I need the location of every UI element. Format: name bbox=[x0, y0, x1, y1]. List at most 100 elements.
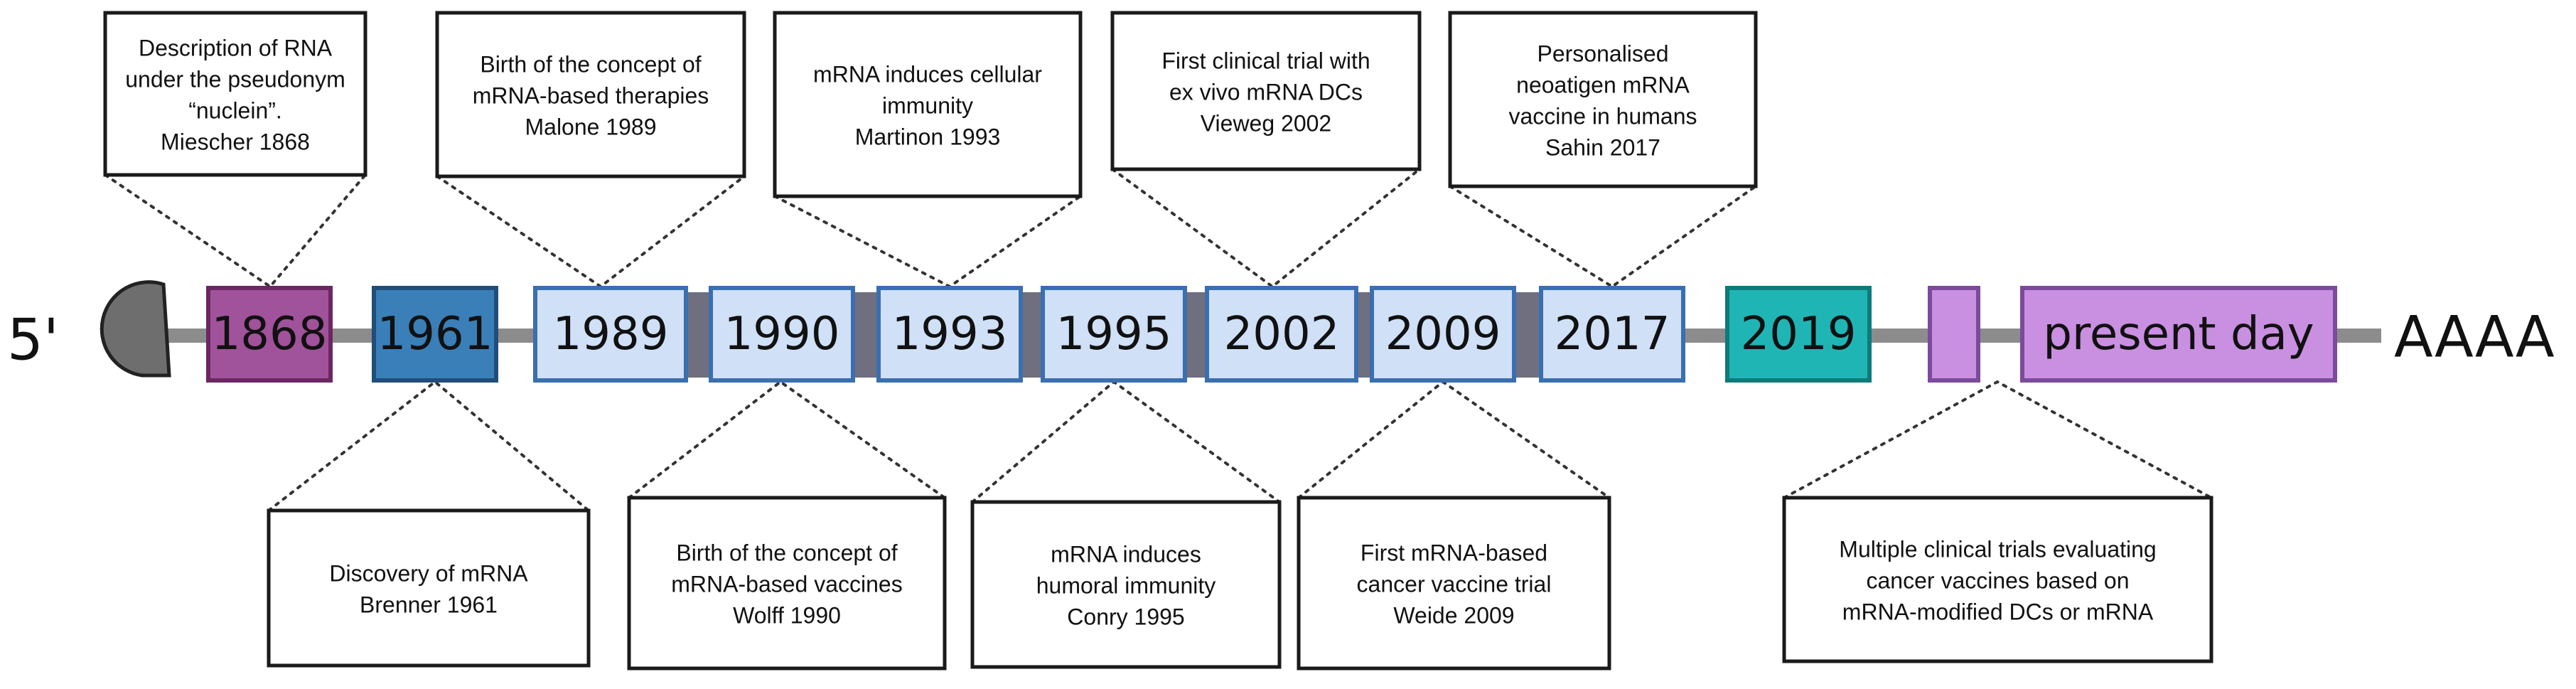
linker-block bbox=[853, 292, 879, 378]
annotation-line: Personalised bbox=[1537, 41, 1669, 66]
dotted-connector bbox=[1783, 380, 2213, 499]
year-box-present-day: present day bbox=[2020, 286, 2337, 383]
annotation-line: vaccine in humans bbox=[1508, 103, 1697, 129]
bottom-annotation-2: Birth of the concept of mRNA-based vaccin… bbox=[627, 496, 947, 671]
year-box-1995: 1995 bbox=[1041, 286, 1187, 383]
annotation-line: mRNA induces bbox=[1051, 541, 1201, 567]
dotted-connector bbox=[1297, 380, 1611, 499]
top-annotation-1: Description of RNA under the pseudonym “nu… bbox=[103, 11, 367, 177]
annotation-line: mRNA induces cellular bbox=[813, 61, 1042, 87]
year-label: 1993 bbox=[892, 308, 1008, 360]
linker-block bbox=[686, 292, 711, 378]
dotted-connector bbox=[1449, 185, 1757, 289]
dotted-connector bbox=[436, 175, 746, 289]
year-label: 1995 bbox=[1056, 308, 1172, 360]
annotation-line: mRNA-based vaccines bbox=[671, 571, 902, 597]
annotation-box bbox=[1448, 11, 1758, 188]
annotation-line: ex vivo mRNA DCs bbox=[1169, 79, 1363, 105]
annotation-line: Sahin 2017 bbox=[1545, 134, 1660, 160]
annotation-line: First clinical trial with bbox=[1161, 48, 1370, 73]
annotation-box bbox=[773, 11, 1083, 198]
dotted-connector bbox=[1111, 168, 1421, 289]
dotted-connector bbox=[971, 380, 1281, 503]
annotation-line: Birth of the concept of bbox=[676, 540, 897, 565]
year-box-rect bbox=[1928, 286, 1980, 383]
annotation-box bbox=[970, 500, 1282, 669]
annotation-box bbox=[1110, 11, 1422, 171]
year-box-1868: 1868 bbox=[206, 286, 333, 383]
year-box-2019: 2019 bbox=[1725, 286, 1872, 383]
year-label: 2017 bbox=[1555, 308, 1670, 360]
annotation-line: Vieweg 2002 bbox=[1201, 110, 1331, 136]
top-annotation-4: First clinical trial with ex vivo mRNA DC… bbox=[1110, 11, 1422, 171]
annotation-box bbox=[1782, 496, 2213, 663]
annotation-line: neoatigen mRNA bbox=[1516, 72, 1690, 97]
annotation-box bbox=[627, 496, 947, 671]
annotation-line: under the pseudonym bbox=[125, 66, 345, 92]
annotation-box bbox=[103, 11, 367, 177]
dotted-connector bbox=[628, 380, 946, 499]
year-label: present day bbox=[2043, 308, 2314, 360]
year-box-rect bbox=[709, 286, 855, 383]
annotation-line: cancer vaccine trial bbox=[1357, 571, 1552, 597]
annotation-line: First mRNA-based bbox=[1361, 540, 1547, 565]
bottom-annotation-4: First mRNA-based cancer vaccine trialWeid… bbox=[1297, 496, 1611, 671]
year-label: 2019 bbox=[1741, 308, 1857, 360]
annotation-line: immunity bbox=[882, 92, 973, 118]
year-label: 2002 bbox=[1224, 308, 1340, 360]
year-box-1989: 1989 bbox=[533, 286, 688, 383]
annotation-line: cancer vaccines based on bbox=[1867, 567, 2130, 593]
year-box-rect bbox=[1539, 286, 1685, 383]
annotation-line: Description of RNA bbox=[139, 35, 333, 60]
annotation-box bbox=[435, 11, 746, 178]
poly-a-tail-label: AAAA bbox=[2394, 304, 2555, 370]
bottom-annotation-5: Multiple clinical trials evaluating cance… bbox=[1782, 496, 2213, 663]
year-box-rect bbox=[1725, 286, 1872, 383]
annotation-box bbox=[1297, 496, 1611, 671]
annotation-line: Weide 2009 bbox=[1393, 602, 1514, 628]
five-prime-label: 5' bbox=[7, 307, 59, 373]
year-box-rect bbox=[533, 286, 688, 383]
linker-block bbox=[1514, 292, 1541, 378]
annotation-line: “nuclein”. bbox=[188, 97, 282, 123]
year-box-1993: 1993 bbox=[876, 286, 1023, 383]
top-annotation-5: Personalised neoatigen mRNA vaccine in hum… bbox=[1448, 11, 1758, 188]
year-box-unlabeled bbox=[1928, 286, 1980, 383]
year-label: 2009 bbox=[1385, 308, 1501, 360]
year-box-rect bbox=[1205, 286, 1358, 383]
annotation-line: Miescher 1868 bbox=[161, 129, 310, 154]
annotation-line: Malone 1989 bbox=[525, 114, 656, 139]
dotted-connector bbox=[773, 195, 1082, 289]
year-box-rect bbox=[876, 286, 1023, 383]
year-boxes: 1868 1961 1989 1990 1993 1995 2002 2009 2017 2019… bbox=[206, 286, 2337, 383]
annotation-line: humoral immunity bbox=[1036, 572, 1216, 598]
year-label: 1990 bbox=[724, 308, 840, 360]
year-box-rect bbox=[1370, 286, 1516, 383]
year-label: 1868 bbox=[212, 308, 328, 360]
year-box-rect bbox=[206, 286, 333, 383]
year-box-1990: 1990 bbox=[709, 286, 855, 383]
linker-block bbox=[1021, 292, 1043, 378]
year-box-rect bbox=[372, 286, 498, 383]
five-prime-cap-icon bbox=[100, 280, 171, 378]
year-box-2009: 2009 bbox=[1370, 286, 1516, 383]
annotation-line: Multiple clinical trials evaluating bbox=[1839, 536, 2156, 562]
dotted-connector bbox=[104, 173, 367, 289]
annotation-line: Brenner 1961 bbox=[360, 592, 498, 617]
linker-block bbox=[1356, 292, 1372, 378]
annotation-line: Wolff 1990 bbox=[733, 602, 841, 628]
year-box-2002: 2002 bbox=[1205, 286, 1358, 383]
linker-segments bbox=[686, 292, 1541, 378]
annotation-box bbox=[267, 508, 591, 668]
year-label: 1961 bbox=[377, 308, 493, 360]
top-annotations: Description of RNA under the pseudonym “nu… bbox=[103, 11, 1758, 198]
linker-block bbox=[1185, 292, 1207, 378]
year-box-rect bbox=[1041, 286, 1187, 383]
annotation-line: Birth of the concept of bbox=[480, 51, 701, 77]
year-box-rect bbox=[2020, 286, 2337, 383]
